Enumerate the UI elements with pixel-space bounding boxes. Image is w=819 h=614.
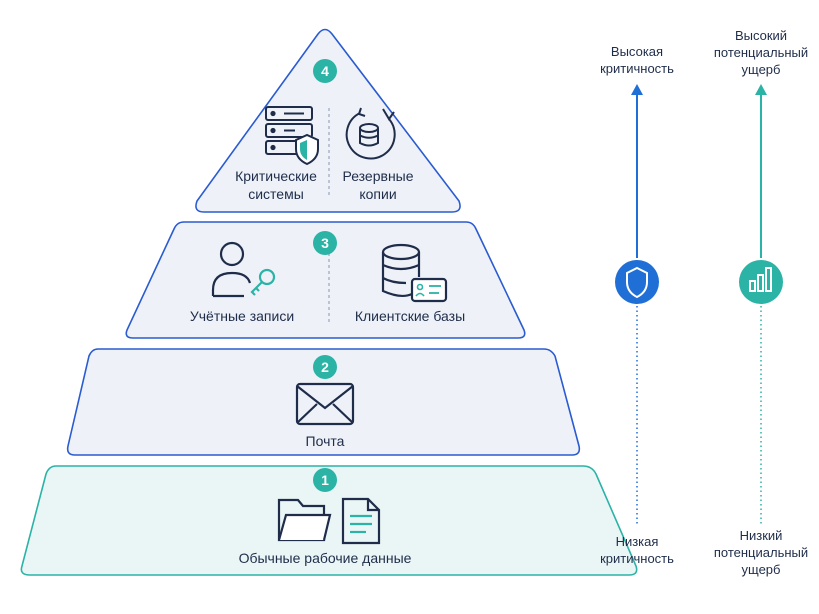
- high-criticality-label: Высокая критичность: [600, 44, 674, 76]
- regular-work-data-label: Обычные рабочие данные: [238, 550, 412, 566]
- folder-icon: [277, 498, 332, 542]
- server-shield-icon: [265, 106, 319, 166]
- level-badge-2: 2: [313, 355, 337, 379]
- bar-chart-icon: [749, 267, 772, 292]
- tier-3-shape: [125, 221, 526, 339]
- backup-database-icon: [345, 107, 396, 160]
- user-key-icon: [211, 241, 276, 298]
- level-badge-3: 3: [313, 231, 337, 255]
- damage-axis: [739, 84, 783, 524]
- low-damage-label: Низкий потенциальный ущерб: [713, 528, 809, 577]
- database-card-icon: [381, 243, 448, 303]
- backups-label: Резервные копии: [342, 168, 414, 202]
- critical-systems-label: Критические системы: [235, 168, 317, 202]
- low-criticality-label: Низкая критичность: [600, 534, 674, 566]
- level-badge-4: 4: [313, 59, 337, 83]
- level-badge-1: 1: [313, 468, 337, 492]
- high-damage-label: Высокий потенциальный ущерб: [713, 28, 809, 77]
- tier-4-shape: [195, 28, 461, 213]
- shield-icon: [626, 266, 648, 299]
- tier-2-shape: [66, 348, 581, 456]
- mail-label: Почта: [305, 433, 345, 449]
- document-icon: [341, 497, 381, 545]
- client-databases-label: Клиентские базы: [354, 308, 466, 324]
- criticality-axis: [615, 84, 659, 524]
- envelope-icon: [295, 382, 355, 426]
- accounts-label: Учётные записи: [189, 308, 295, 324]
